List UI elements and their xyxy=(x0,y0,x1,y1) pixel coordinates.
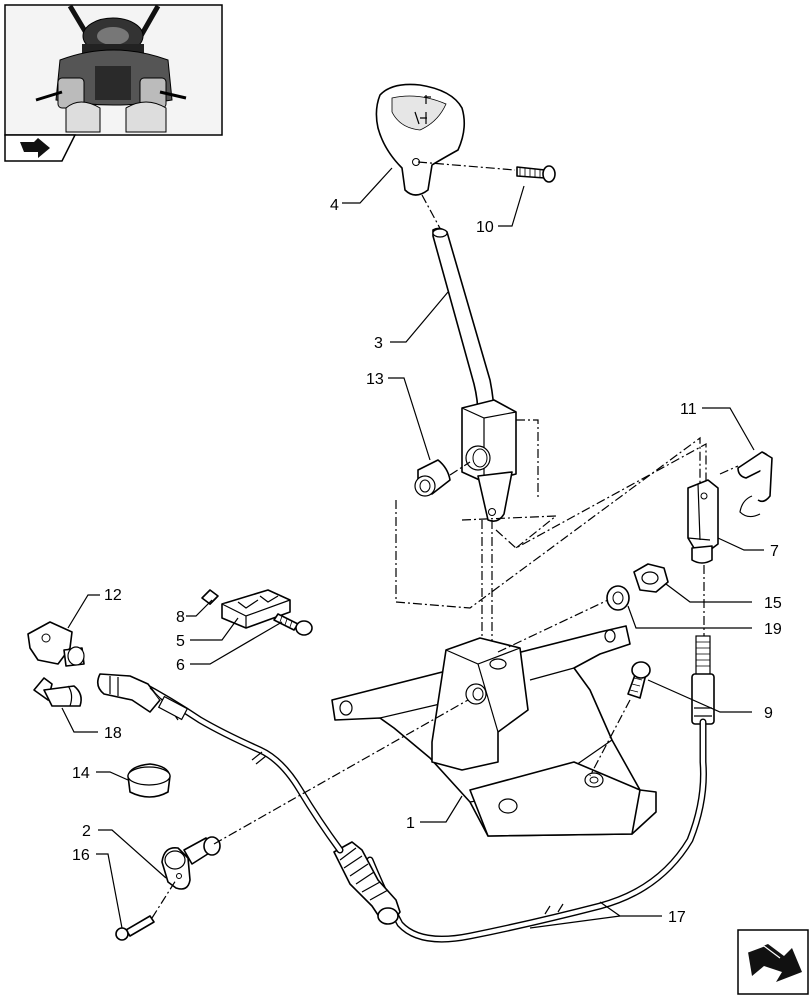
shift-cable xyxy=(96,673,707,943)
callout-3: 3 xyxy=(374,335,383,352)
mounting-bolt xyxy=(627,661,651,699)
callout-2: 2 xyxy=(82,823,91,840)
protective-cap xyxy=(127,763,171,798)
flat-washer xyxy=(606,585,630,611)
reference-arrow-icon xyxy=(20,138,50,158)
cable-ball-joint xyxy=(27,621,85,667)
callout-17: 17 xyxy=(668,909,686,926)
callouts: 4 10 3 13 11 7 12 8 5 6 15 19 9 18 14 2 … xyxy=(72,197,782,926)
callout-4: 4 xyxy=(330,197,339,214)
tractor-cab-thumbnail xyxy=(6,4,221,134)
callout-9: 9 xyxy=(764,705,773,722)
cable-stop-bracket xyxy=(161,836,221,890)
knob-screw xyxy=(516,165,556,183)
clevis-pin-clip xyxy=(737,451,773,518)
callout-15: 15 xyxy=(764,595,782,612)
leader-lines xyxy=(61,167,764,929)
clamp-plate xyxy=(221,589,291,629)
callout-7: 7 xyxy=(770,543,779,560)
callout-14: 14 xyxy=(72,765,90,782)
cable-threaded-end xyxy=(691,635,715,725)
callout-11: 11 xyxy=(680,401,697,418)
cable-clevis xyxy=(687,479,719,564)
retaining-clip xyxy=(33,677,82,707)
callout-13: 13 xyxy=(366,371,384,388)
bushing xyxy=(414,459,451,497)
lock-nut xyxy=(633,563,669,593)
callout-6: 6 xyxy=(176,657,185,674)
dowel-pin xyxy=(201,589,219,605)
next-page-arrow-icon[interactable] xyxy=(737,929,809,995)
callout-5: 5 xyxy=(176,633,185,650)
callout-16: 16 xyxy=(72,847,90,864)
callout-10: 10 xyxy=(476,219,494,236)
thumbnail-frame xyxy=(4,4,223,162)
base-bracket xyxy=(331,625,657,837)
gear-lever xyxy=(421,194,517,522)
callout-19: 19 xyxy=(764,621,782,638)
callout-18: 18 xyxy=(104,725,122,742)
callout-12: 12 xyxy=(104,587,122,604)
bracket-screw xyxy=(115,915,155,941)
callout-1: 1 xyxy=(406,815,415,832)
clamp-screw xyxy=(273,613,313,636)
gear-knob xyxy=(375,83,466,196)
callout-8: 8 xyxy=(176,609,185,626)
